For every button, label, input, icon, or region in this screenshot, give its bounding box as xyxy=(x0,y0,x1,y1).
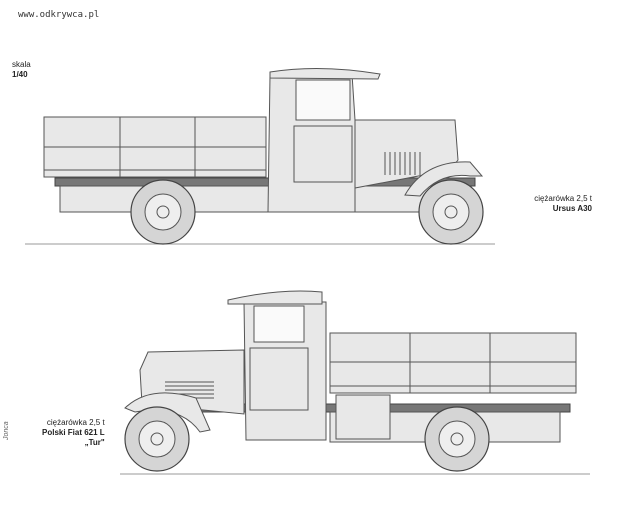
truck1-lower-frame xyxy=(59,185,461,213)
truck1-drawing xyxy=(25,67,495,245)
truck2-nickname: „Tur" xyxy=(84,438,105,447)
truck2-door xyxy=(249,347,309,411)
truck2-type: ciężarówka 2,5 t xyxy=(46,418,105,427)
truck1-louvers xyxy=(384,152,421,175)
truck2-tool-box xyxy=(335,394,391,440)
truck2-drawing xyxy=(120,290,590,475)
scale-word: skala xyxy=(12,60,31,69)
truck1-door xyxy=(293,125,353,183)
truck1-front-fender xyxy=(404,161,484,197)
truck2-cargo-bed xyxy=(329,332,577,394)
truck2-caption: ciężarówka 2,5 t Polski Fiat 621 L „Tur" xyxy=(42,418,105,448)
watermark-url: www.odkrywca.pl xyxy=(18,10,100,20)
truck1-type: ciężarówka 2,5 t xyxy=(534,194,592,203)
truck1-name: Ursus A30 xyxy=(552,204,592,213)
truck2-name: Polski Fiat 621 L xyxy=(42,428,105,437)
truck1-cab-roof xyxy=(269,67,381,80)
truck1-cab-window xyxy=(295,79,351,121)
truck2-cab-roof xyxy=(227,290,323,305)
scale-label: skala 1/40 xyxy=(12,60,31,80)
truck1-caption: ciężarówka 2,5 t Ursus A30 xyxy=(534,194,592,214)
scale-value: 1/40 xyxy=(12,70,28,79)
truck2-cab-window xyxy=(253,305,305,343)
